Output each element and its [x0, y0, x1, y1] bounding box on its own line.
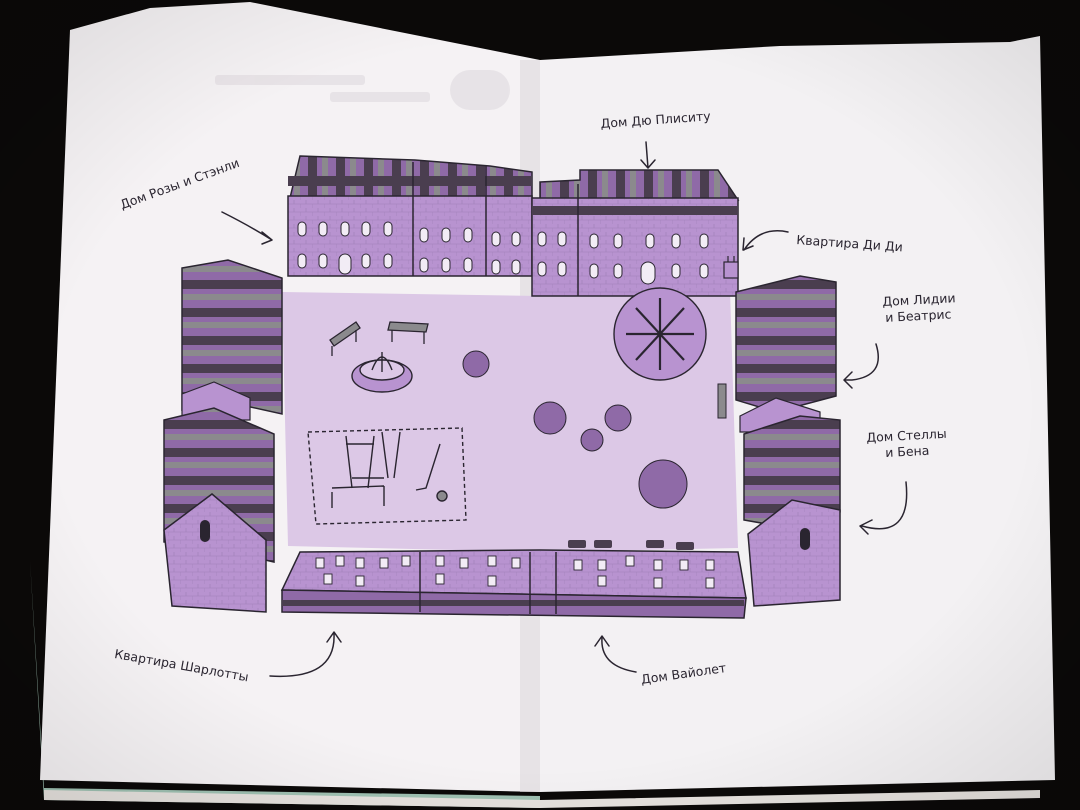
windows-du-plessis [537, 231, 709, 285]
arrow-lydia [843, 343, 879, 389]
building-du-plessis [531, 169, 740, 297]
building-left-upper [181, 259, 283, 421]
bench-right [387, 321, 429, 344]
playground [307, 427, 467, 525]
arrow-du-plessis [640, 141, 656, 169]
label-lydia-beatrice: Дом Лидии и Беатрис [882, 290, 957, 326]
bleed-through-text [215, 70, 510, 110]
label-stella-ben: Дом Стеллы и Бена [866, 426, 948, 463]
arrow-rose-stanley [221, 211, 273, 245]
fountain [351, 352, 413, 393]
building-stella-ben [743, 415, 841, 607]
signpost [717, 383, 727, 419]
building-rose-stanley [287, 155, 533, 277]
shrubs [462, 350, 688, 509]
skylights [315, 555, 715, 589]
callout-arrows [221, 141, 908, 678]
bench-left [329, 321, 361, 356]
building-left-lower [163, 407, 275, 613]
tree [613, 287, 707, 381]
arrow-dee-dee [742, 230, 789, 251]
dee-dee-gate [723, 256, 739, 279]
arrow-violet [594, 635, 637, 673]
chimneys [568, 540, 694, 550]
arrow-stella [859, 481, 908, 535]
arrow-charlotte [269, 631, 342, 678]
windows-rose-stanley [297, 221, 521, 275]
